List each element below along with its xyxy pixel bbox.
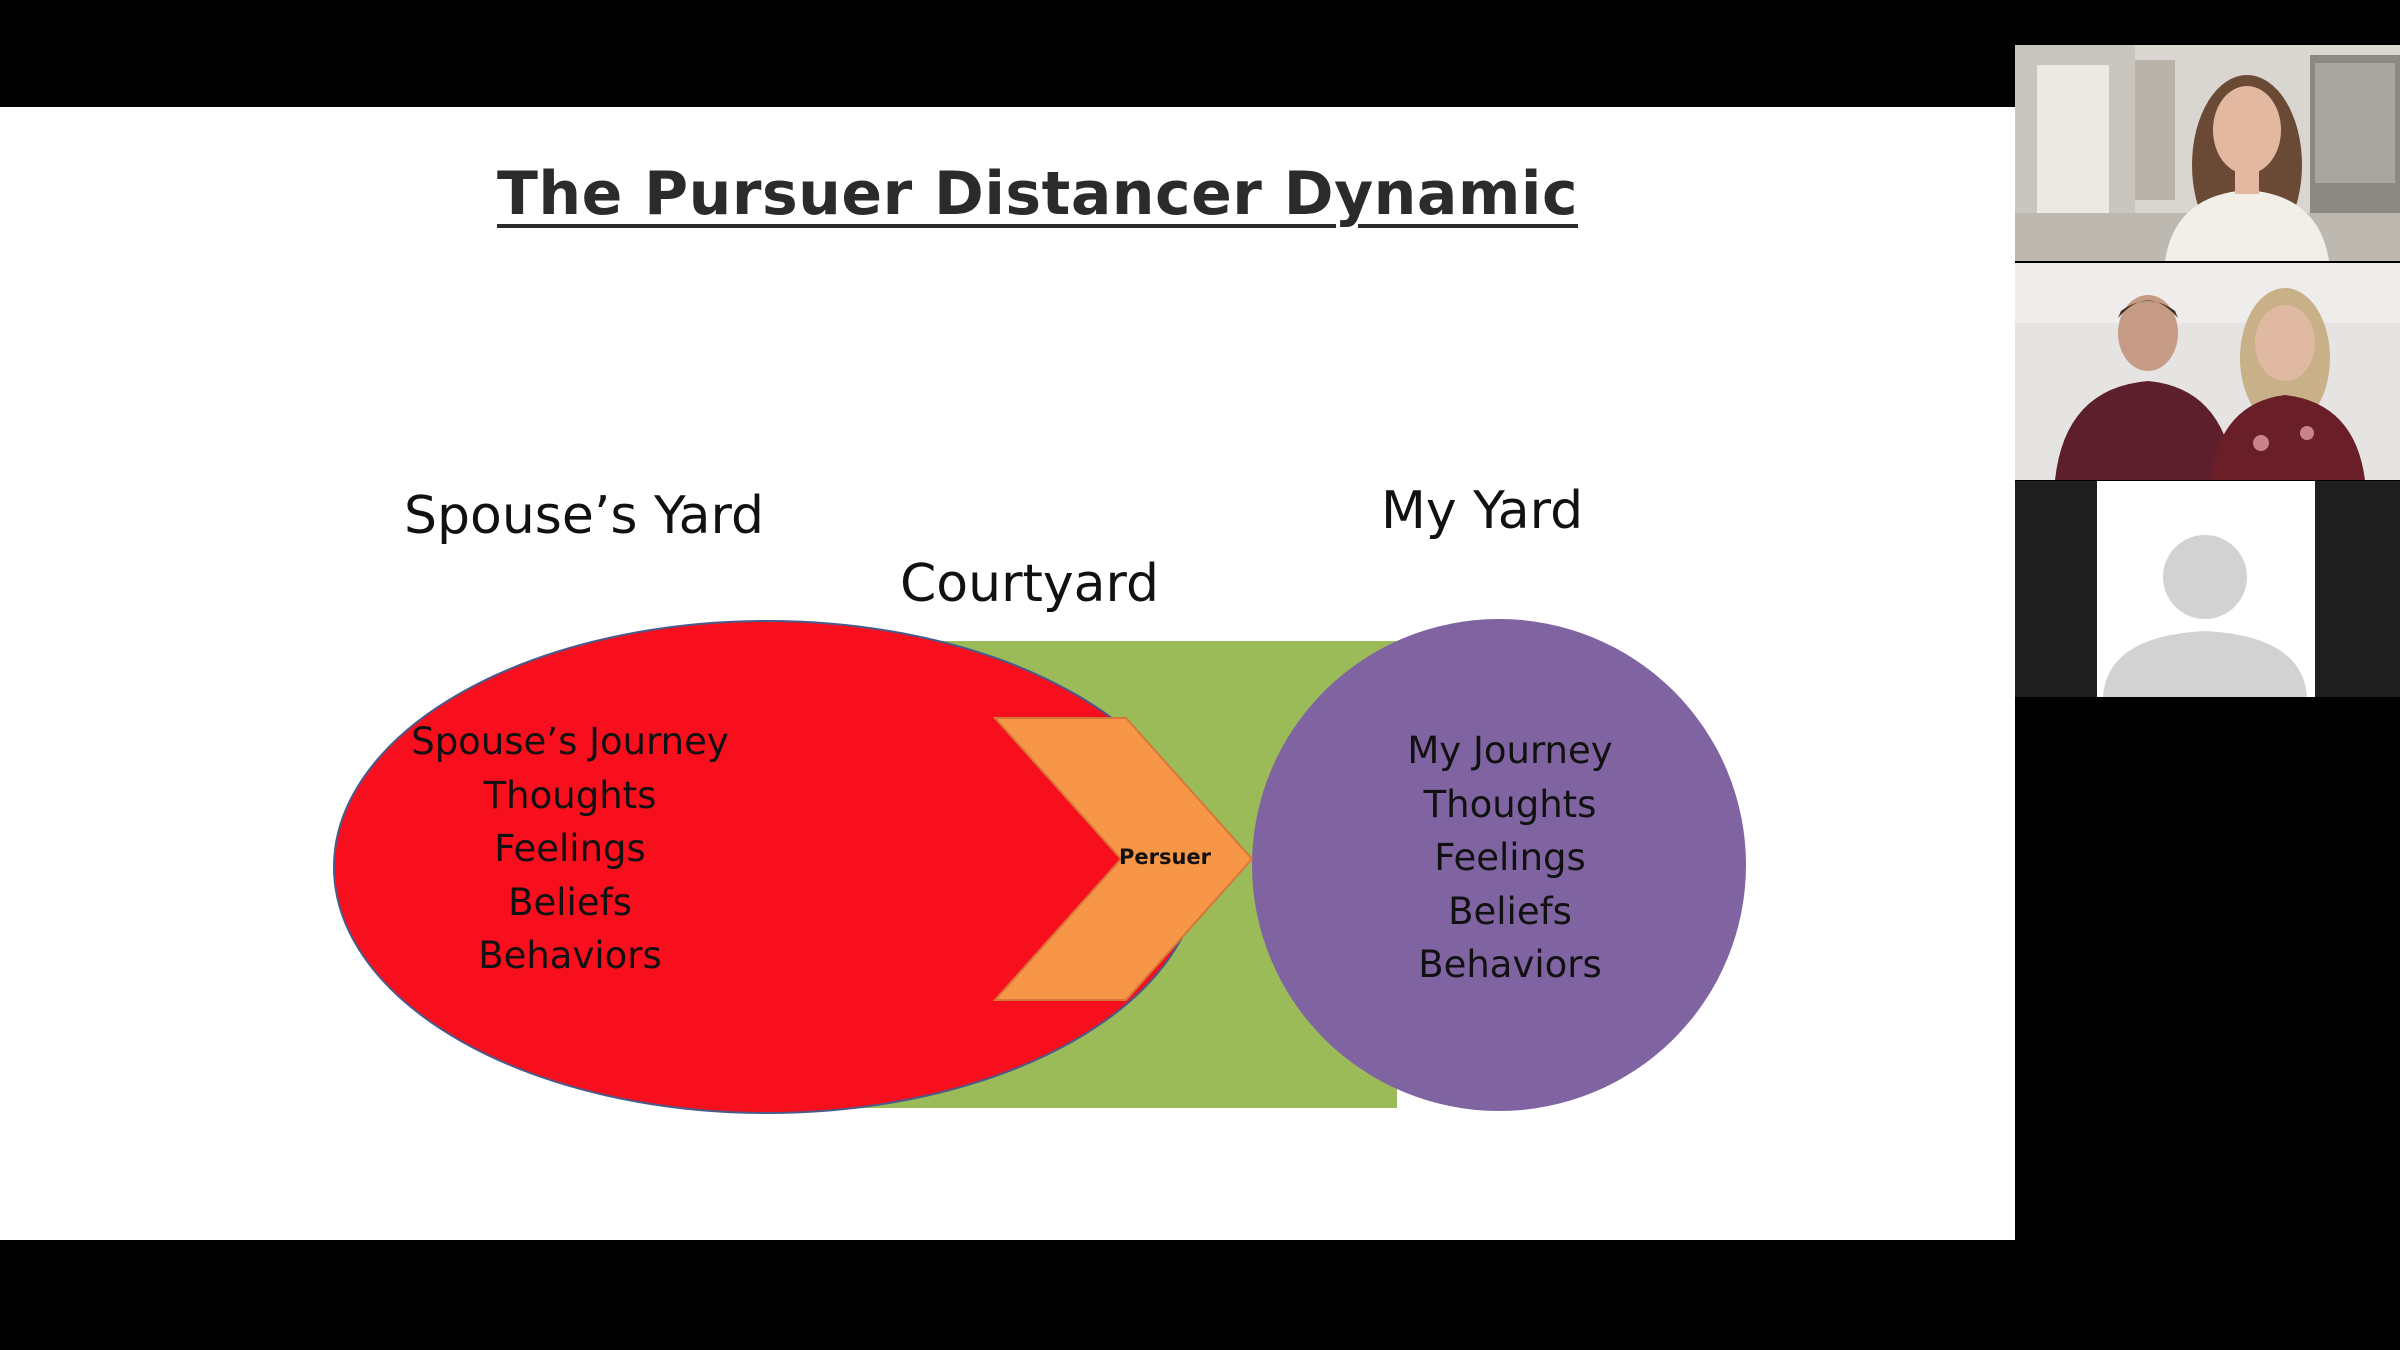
participant-video-off[interactable]	[2015, 481, 2400, 697]
my-yard-circle	[1252, 619, 1746, 1111]
my-journey-item: Feelings	[1434, 836, 1586, 879]
spouse-journey-item: Thoughts	[483, 773, 657, 817]
spouse-journey-heading: Spouse’s Journey	[411, 720, 729, 763]
my-journey-heading: My Journey	[1407, 729, 1613, 772]
spouse-yard-label: Spouse’s Yard	[404, 486, 764, 546]
participant-video-couple[interactable]	[2015, 263, 2400, 480]
presenter-video-feed	[2015, 45, 2400, 261]
yard-diagram	[333, 619, 1746, 1114]
my-journey-item: Beliefs	[1448, 889, 1572, 933]
slide-title: The Pursuer Distancer Dynamic	[496, 159, 1579, 229]
user-silhouette-icon	[2103, 535, 2307, 697]
my-journey-item: Thoughts	[1423, 782, 1597, 826]
pursuer-arrow-chevron	[992, 717, 1254, 1001]
couple-video-feed	[2015, 263, 2400, 480]
pursuer-arrow-label: Persuer	[1118, 845, 1212, 869]
spouse-journey-list: Spouse’s Journey Thoughts Feelings Belie…	[400, 715, 740, 983]
spouse-journey-item: Beliefs	[508, 880, 632, 924]
spouse-journey-item: Feelings	[494, 827, 646, 870]
no-video-tile	[2015, 481, 2400, 697]
my-journey-list: My Journey Thoughts Feelings Beliefs Beh…	[1360, 724, 1660, 992]
courtyard-label: Courtyard	[900, 554, 1159, 614]
spouse-journey-item: Behaviors	[478, 934, 662, 977]
my-yard-label: My Yard	[1381, 481, 1584, 541]
my-journey-item: Behaviors	[1418, 943, 1602, 986]
presentation-slide: The Pursuer Distancer Dynamic Spouse’s Y…	[0, 107, 2015, 1240]
participant-video-presenter[interactable]	[2015, 45, 2400, 261]
